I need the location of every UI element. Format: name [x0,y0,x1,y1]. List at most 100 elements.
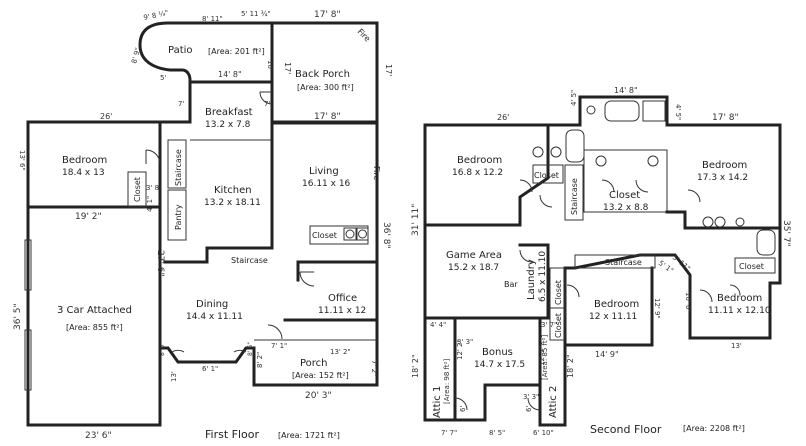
bathtub-icon [604,100,640,122]
dim: 8' 2" [256,352,264,368]
bonus-size: 14.7 x 17.5 [474,360,525,370]
dim: 31' 11" [411,204,421,236]
second-floor-outline [423,95,782,427]
door-swing [233,349,247,353]
dim: 36' 5" [13,303,23,330]
dim: 14' 8" [614,86,638,95]
office-wall [283,260,379,322]
kitchen-size: 13.2 x 18.11 [204,198,261,208]
kitchen-name: Kitchen [214,185,252,196]
dim: 7' [264,100,270,108]
dim: 10' 6" [684,292,692,313]
porch-name: Porch [300,358,328,369]
attic2-name: Attic 2 [548,386,559,418]
breakfast-name: Breakfast [205,107,253,118]
door-swing [601,179,615,193]
closet-first-living-label: Closet [312,231,337,240]
dining-name: Dining [196,299,228,310]
main-house-outline [26,80,379,427]
laundry-size: 6.5 x 11.10 [538,251,548,302]
toilet-icon [586,105,596,115]
shower-icon [642,100,666,122]
wall-laundry [518,243,550,320]
fire-back-label: Fire [356,27,373,44]
dim: 13' [731,342,742,350]
dim: 7' [178,100,184,108]
door-swing [519,179,533,193]
garage-area: [Area: 855 ft²] [66,323,123,332]
dim: 14' 8" [218,70,242,79]
office-size: 11.11 x 12 [318,306,366,316]
closet-bonus-label: Closet [554,313,563,338]
door-swing [635,179,649,193]
attic1-area: [Area: 98 ft²] [443,359,451,404]
closet-right-label: Closet [739,262,764,271]
dim: 8' 9" [130,47,142,65]
dim: 18' 2" [411,354,420,378]
dim: 7' 2" [370,360,378,376]
patio-area: [Area: 201 ft²] [208,47,265,56]
dim: 4' 5" [570,90,578,106]
door-swing [519,249,533,263]
bedroom-right-name: Bedroom [702,160,747,171]
dim: 5' 11 ¾" [241,10,271,18]
dim: 26' [497,113,509,122]
closet-bonus-outline [549,307,566,341]
wall-bedroom-left [423,123,550,227]
door-swing [729,284,741,296]
staircase-first-h-label: Staircase [231,256,268,265]
dim: 27' 6" [155,250,165,277]
second-floor: Bedroom 16.8 x 12.2 Closet 13.2 x 8.8 Be… [411,86,791,437]
closet-center-size: 13.2 x 8.8 [603,203,649,213]
bedroom-br-name: Bedroom [717,293,762,304]
staircase-second-v [564,164,584,221]
sink-icon [647,155,659,167]
fire-living-label: Fire [372,166,381,180]
back-porch-name: Back Porch [295,69,350,80]
door-swing [259,91,273,105]
bedroom-first-name: Bedroom [62,155,107,166]
staircase-first-v [167,139,187,189]
dim: 17' [283,62,292,74]
closet-mid-label: Closet [554,280,563,305]
door-swing [699,289,713,303]
sink-icon [595,155,607,167]
dim: 23' 6" [85,431,112,441]
laundry-name: Laundry [526,259,537,300]
closet-bedroom-outline [127,171,147,208]
door-swing [145,149,161,165]
bar-label: Bar [504,280,518,289]
bedroom-mid-name: Bedroom [594,299,639,310]
closet-center-name: Closet [609,190,640,201]
dim: 5' 1" [657,259,675,275]
second-floor-area: [Area: 2208 ft²] [683,424,745,433]
office-name: Office [328,293,357,304]
dim: 12' 9" [653,298,661,319]
living-name: Living [309,166,339,177]
wall-attic1 [423,316,457,422]
dim: 3' 7" [541,321,557,329]
dim: 17' 8" [712,113,739,123]
second-floor-title: Second Floor [590,423,662,436]
dim: 3' 8" [146,184,162,192]
dim: 8' 5" [489,429,505,437]
bedroom-right-size: 17.3 x 14.2 [697,173,748,183]
dim: 3' 3" [523,393,539,401]
dim: 13' [170,371,178,382]
door-swing [171,349,185,353]
sink-icon [550,146,562,158]
bedroom-first-size: 18.4 x 13 [62,168,105,178]
first-floor-title: First Floor [205,428,259,441]
dim: 7' 1" [271,342,287,350]
dim: 10' [266,60,274,71]
door-swing [267,324,283,340]
dim: 19' 2" [75,212,102,222]
door-swing [539,194,553,208]
dim: 8' 6" [159,342,166,356]
dim: 8' 6" [247,342,254,356]
dim: 17' [384,64,393,76]
dim: 20' 3" [305,391,332,401]
closet-top-outline [532,164,564,184]
door-swing [527,397,541,411]
